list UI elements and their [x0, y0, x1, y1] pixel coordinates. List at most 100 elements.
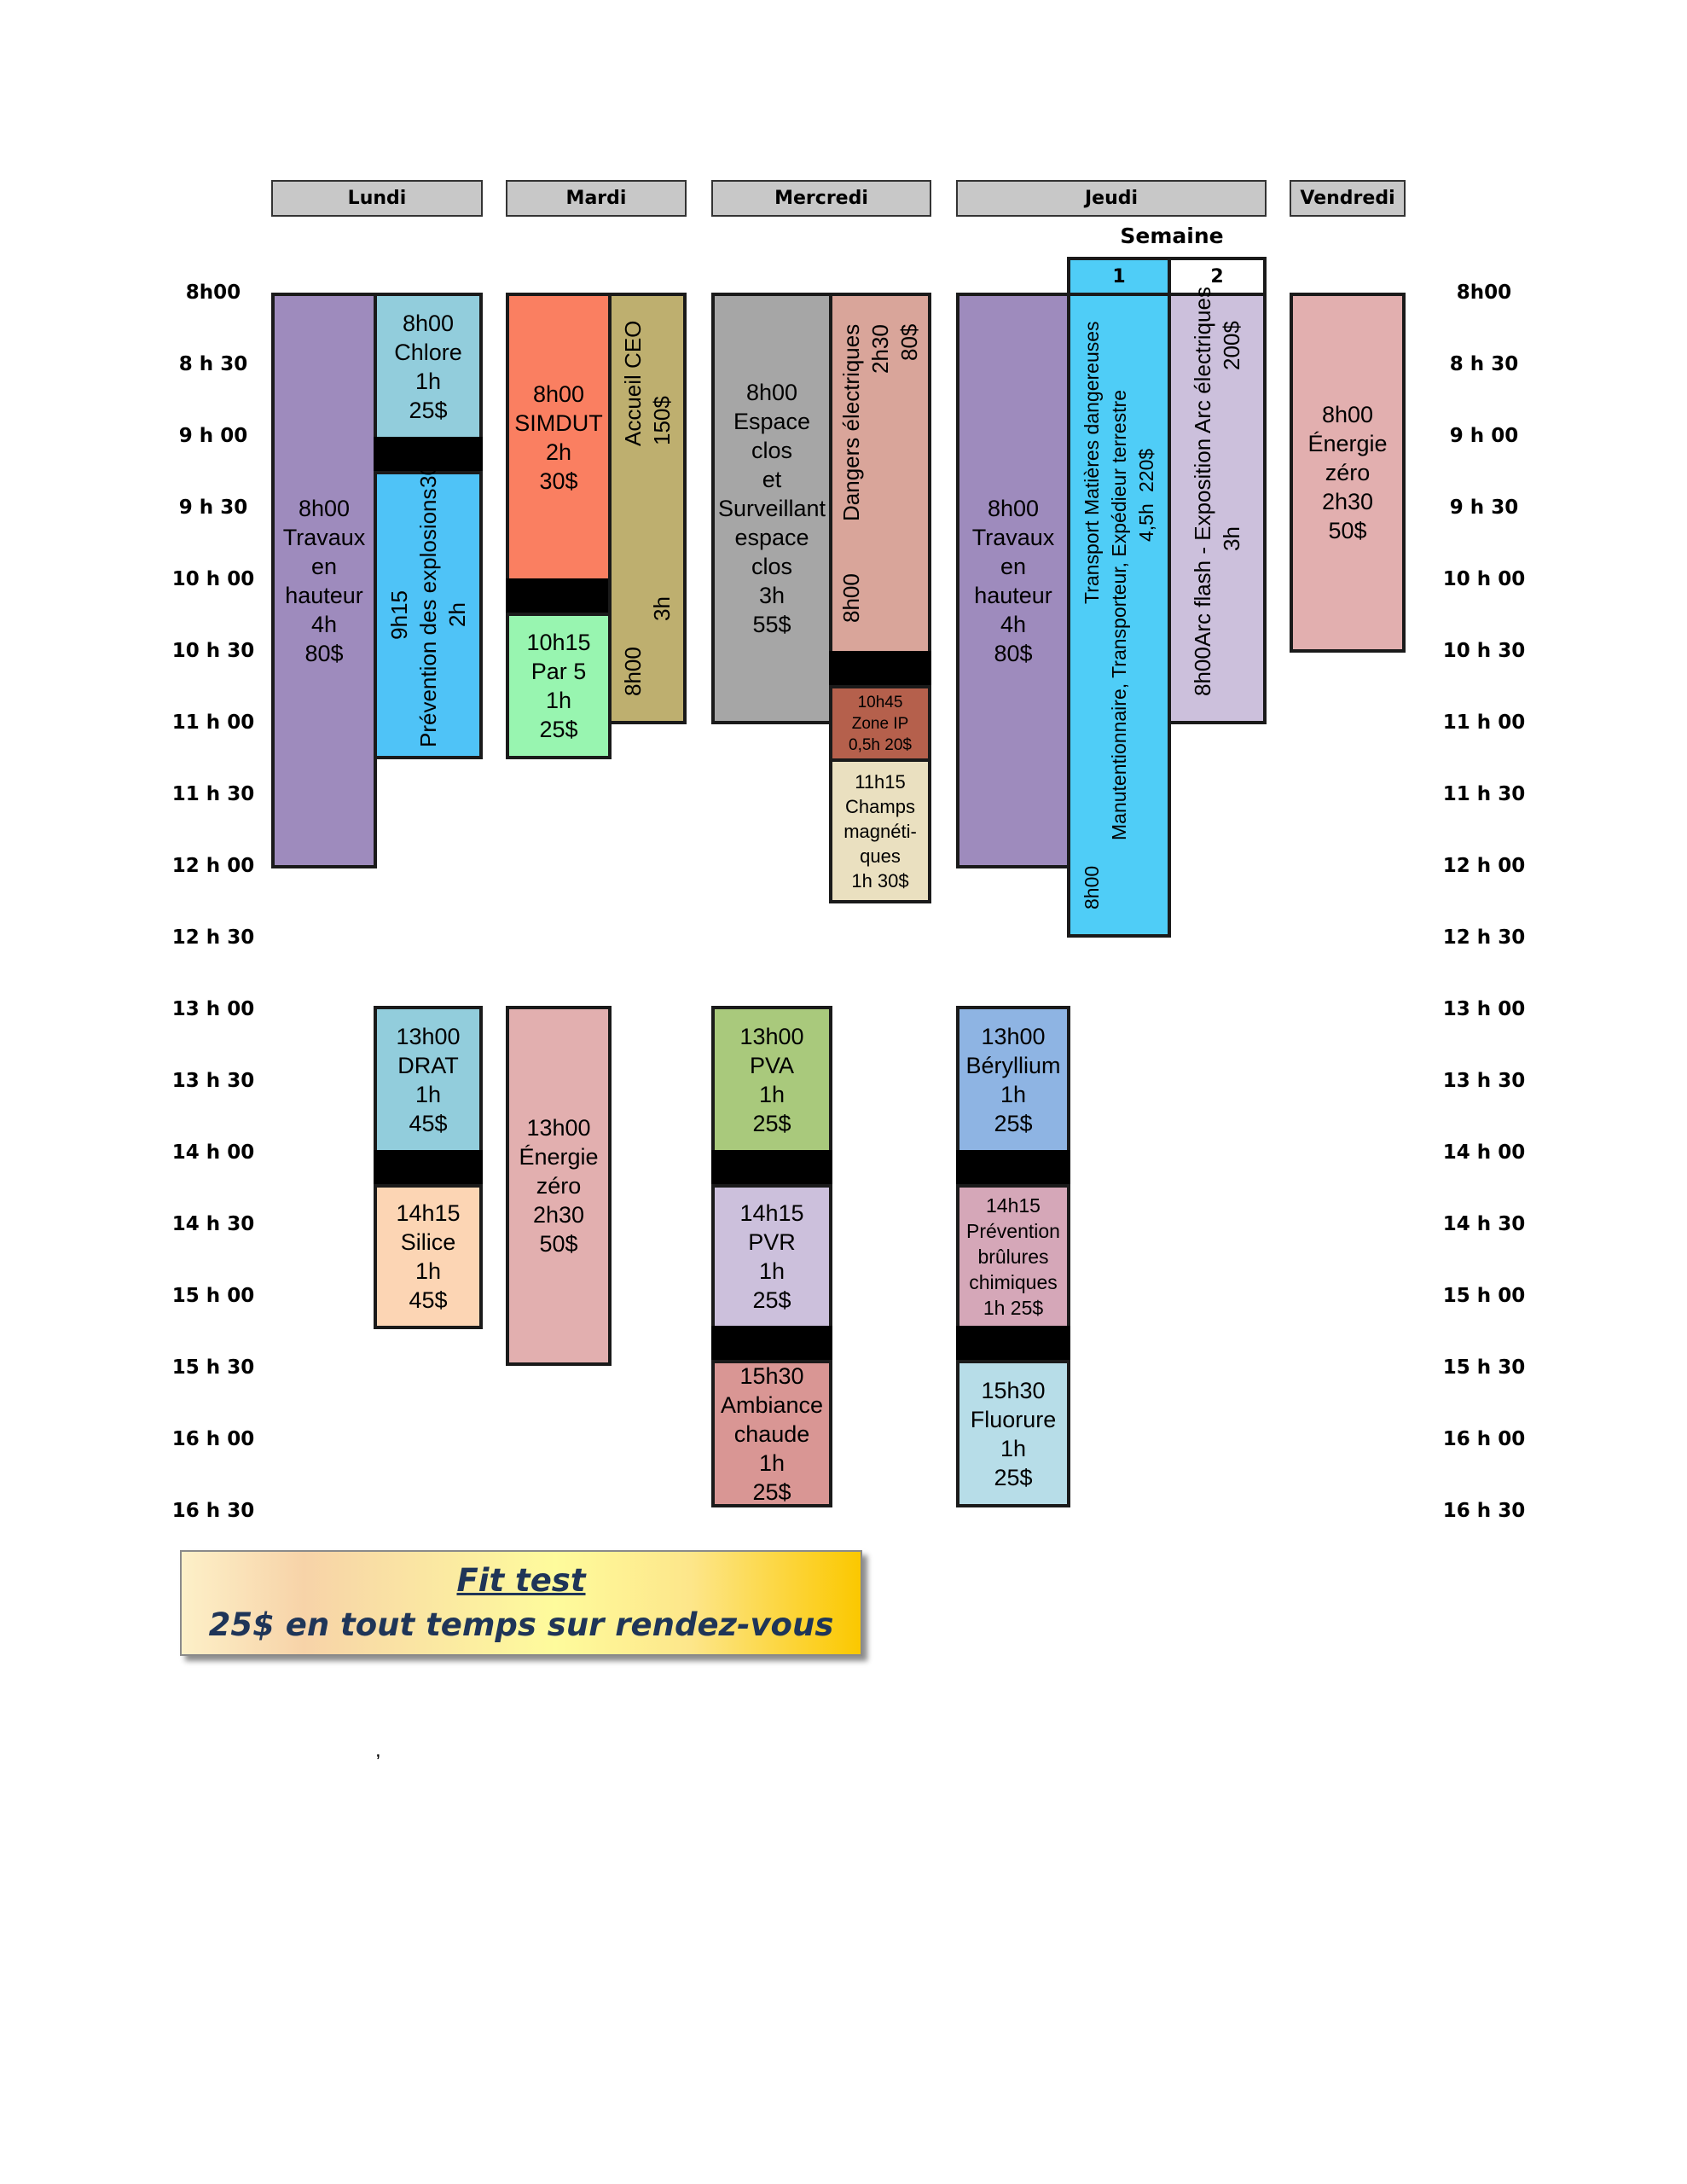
time-label: 8 h 30 — [1449, 353, 1519, 375]
course-line: Énergie — [519, 1144, 599, 1170]
time-label: 11 h 00 — [171, 712, 255, 734]
course-line: 15h30 — [981, 1377, 1046, 1403]
course-line: Chlore — [394, 339, 462, 365]
course-line: chaude — [733, 1420, 810, 1447]
course-subtitle: Manutentionnaire, Transporteur, Expédieu… — [1108, 390, 1130, 841]
course-line: 30$ — [539, 468, 578, 494]
course-line: 1h — [1000, 1081, 1027, 1107]
break-bar — [374, 1150, 483, 1188]
course-title: Prévention des explosions — [415, 488, 441, 747]
time-label: 10 h 00 — [1442, 568, 1526, 590]
time-label: 8h00 — [1456, 282, 1512, 304]
course-line: 4h — [1000, 611, 1027, 637]
break-bar — [829, 651, 931, 688]
course-line: Travaux — [971, 524, 1055, 550]
course-line: 2h30 — [1321, 489, 1374, 514]
course-line: 25$ — [409, 397, 448, 423]
time-label: 15 h 30 — [1442, 1356, 1526, 1379]
time-label: 13 h 30 — [171, 1070, 255, 1092]
course-line: 1h — [415, 1081, 442, 1107]
time-label: 16 h 00 — [171, 1428, 255, 1450]
course-line: et — [762, 467, 782, 492]
course-line: PVR — [748, 1229, 796, 1255]
time-label: 15 h 00 — [1442, 1285, 1526, 1307]
course-line: Fluorure — [970, 1406, 1057, 1432]
course-line: 8h00 — [298, 495, 351, 521]
stray-comma: , — [375, 1739, 381, 1762]
time-label: 12 h 00 — [1442, 855, 1526, 877]
course-start: 8h00 — [838, 573, 864, 623]
break-bar — [711, 1326, 832, 1363]
course-line: 11h15 — [855, 770, 906, 793]
course-line: hauteur — [285, 582, 363, 608]
course-line: 8h00 — [402, 310, 455, 336]
course-line: 8h00 — [745, 380, 798, 405]
course-start: 8h00 — [1190, 647, 1215, 696]
course-duration: 2h — [444, 602, 470, 628]
course-line: Silice — [400, 1229, 456, 1255]
course-start: 8h00 — [1081, 865, 1103, 909]
course-line: 13h00 — [526, 1115, 591, 1141]
day-header-lundi: Lundi — [271, 180, 483, 217]
time-label: 12 h 30 — [1442, 926, 1526, 949]
day-header-vendredi: Vendredi — [1290, 180, 1406, 217]
course-duration: 3h — [649, 595, 675, 621]
course-line: 25$ — [752, 1287, 791, 1313]
time-label: 8 h 30 — [178, 353, 248, 375]
course-line: 4h — [310, 611, 338, 637]
time-label: 10 h 30 — [1442, 640, 1526, 662]
course-line: Prévention — [966, 1220, 1060, 1242]
course-line: 25$ — [752, 1110, 791, 1136]
time-label: 14 h 00 — [171, 1141, 255, 1164]
time-label: 13 h 00 — [1442, 998, 1526, 1020]
course-line: Par 5 — [530, 659, 587, 684]
course-line: 1h — [415, 368, 442, 394]
time-label: 14 h 30 — [1442, 1213, 1526, 1235]
course-price: 30$ — [415, 451, 441, 489]
course-duration: 2h30 — [867, 324, 893, 374]
time-label: 15 h 00 — [171, 1285, 255, 1307]
course-line: 14h15 — [739, 1200, 804, 1226]
course-line: Champs — [845, 795, 915, 817]
time-label: 9 h 00 — [178, 425, 248, 447]
course-line: 1h — [758, 1081, 786, 1107]
course-line: 13h00 — [981, 1023, 1046, 1049]
course-line: Énergie — [1307, 431, 1388, 456]
time-label: 16 h 30 — [171, 1500, 255, 1522]
course-line: 25$ — [994, 1464, 1033, 1490]
course-line: Espace — [733, 409, 811, 434]
course-line: SIMDUT — [514, 410, 603, 436]
time-label: 16 h 30 — [1442, 1500, 1526, 1522]
time-label: 11 h 30 — [171, 783, 255, 805]
course-line: chimiques — [969, 1271, 1058, 1293]
time-label: 9 h 30 — [178, 497, 248, 519]
course-line: PVA — [749, 1052, 795, 1078]
course-line: clos — [751, 438, 792, 463]
course-line: Surveillant — [717, 496, 826, 521]
time-label: 14 h 30 — [171, 1213, 255, 1235]
fit-test-banner: Fit test 25$ en tout temps sur rendez-vo… — [180, 1550, 862, 1656]
